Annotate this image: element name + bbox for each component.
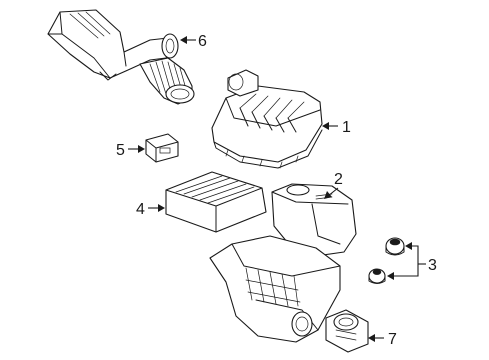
air-box-lid	[271, 183, 357, 257]
outlet-adapter	[325, 309, 369, 353]
air-inlet-duct	[47, 9, 179, 81]
callout-label-7: 7	[388, 331, 397, 348]
callout-label-3: 3	[428, 257, 437, 274]
air-cleaner-cover	[211, 69, 323, 169]
callout-3: 3	[387, 242, 437, 280]
callout-label-4: 4	[136, 201, 145, 218]
callout-label-2: 2	[334, 171, 343, 188]
callout-6: 6	[180, 33, 207, 50]
mounting-grommets	[368, 237, 405, 284]
intake-hose	[139, 57, 195, 105]
callout-4: 4	[136, 201, 165, 218]
mass-air-flow-sensor	[145, 133, 179, 163]
callout-label-6: 6	[198, 33, 207, 50]
callout-2: 2	[324, 171, 343, 199]
callout-label-5: 5	[116, 142, 125, 159]
callout-label-1: 1	[342, 119, 351, 136]
air-filter-element	[165, 171, 267, 233]
callout-7: 7	[368, 331, 397, 348]
callout-5: 5	[116, 142, 145, 159]
callout-1: 1	[322, 119, 351, 136]
air-box-lower-housing	[209, 235, 341, 343]
